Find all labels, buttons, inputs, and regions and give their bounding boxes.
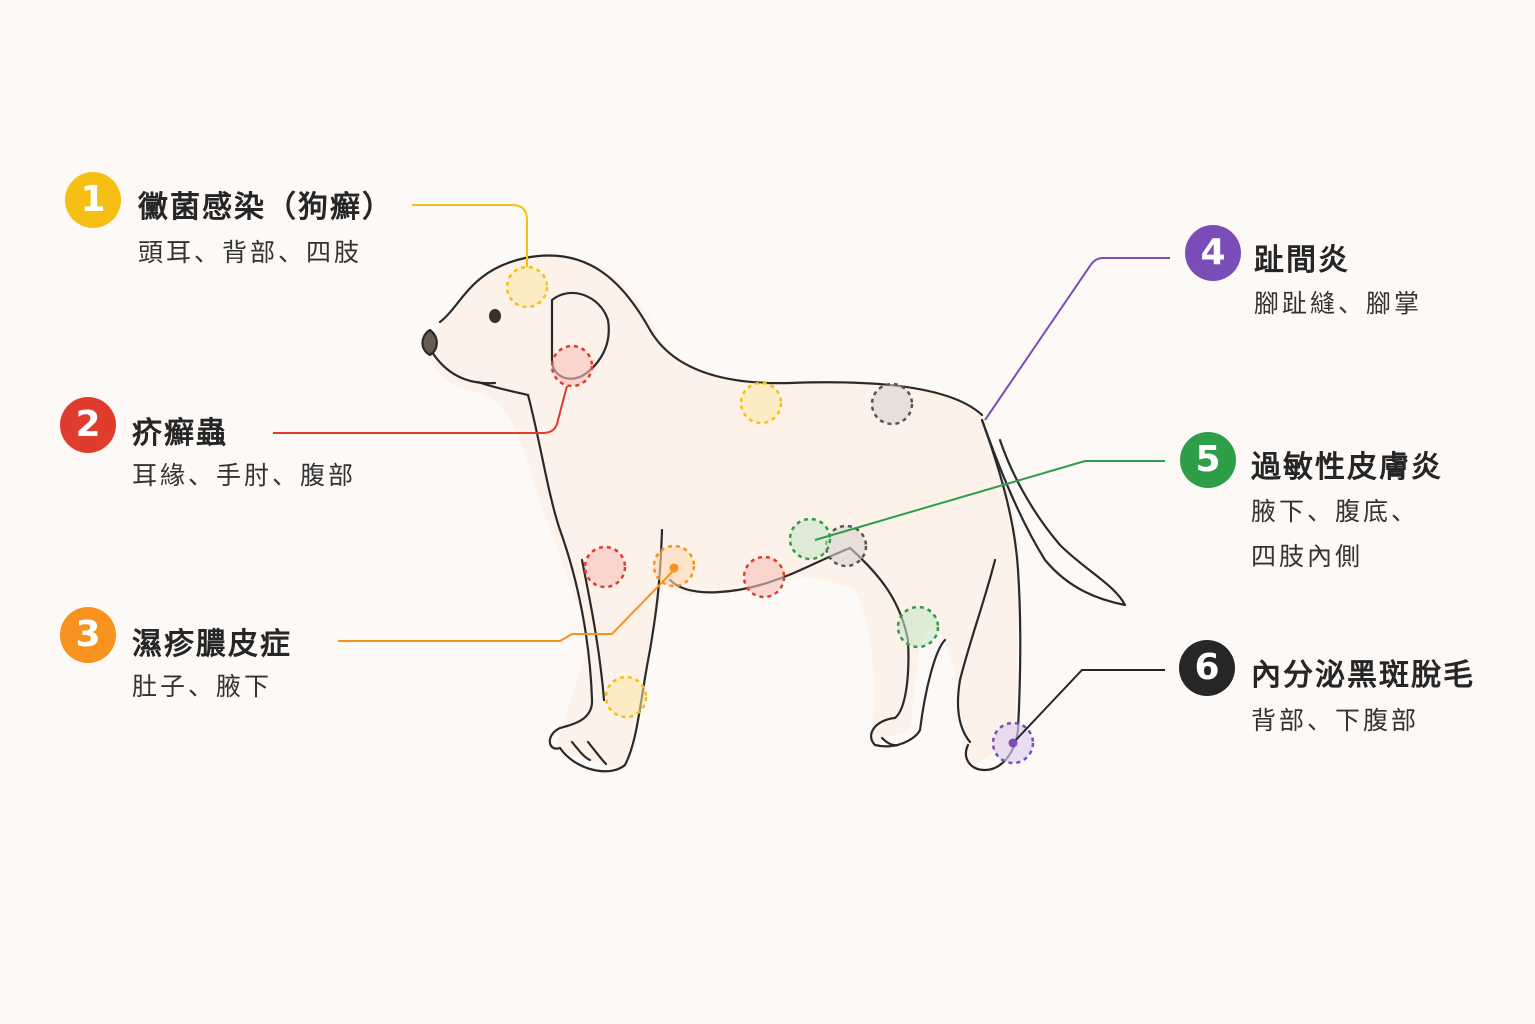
marker-fungal-leg (604, 675, 648, 719)
condition-5-location-line1: 腋下、腹底、 (1251, 497, 1420, 526)
badge-6: 6 (1179, 640, 1235, 696)
condition-5-location-line2: 四肢內側 (1251, 542, 1364, 571)
condition-5-title: 過敏性皮膚炎 (1251, 450, 1443, 485)
dog-eye (489, 309, 501, 323)
badge-3: 3 (60, 607, 116, 663)
marker-allergy-leg (896, 605, 940, 649)
marker-endocrine-back (870, 382, 914, 426)
marker-scabies-ear (550, 344, 594, 388)
condition-4-title: 趾間炎 (1254, 243, 1350, 278)
leader-line-4 (984, 257, 1170, 421)
marker-scabies-belly (742, 555, 786, 599)
condition-3-title: 濕疹膿皮症 (132, 627, 292, 662)
leader-dot-3 (669, 563, 679, 573)
condition-1-title: 黴菌感染（狗癬） (138, 190, 394, 225)
marker-fungal-head (505, 265, 549, 309)
condition-2-location: 耳緣、手肘、腹部 (132, 461, 357, 490)
leader-line-6 (1012, 669, 1165, 744)
leader-dot-6 (1008, 738, 1018, 748)
badge-2: 2 (60, 397, 116, 453)
leader-line-1 (412, 204, 528, 267)
condition-6-title: 內分泌黑斑脫毛 (1251, 658, 1475, 693)
affected-area-markers (505, 265, 1035, 765)
badge-4: 4 (1185, 225, 1241, 281)
condition-6-location: 背部、下腹部 (1251, 706, 1420, 735)
marker-fungal-back (739, 381, 783, 425)
leader-line-5 (814, 460, 1165, 541)
marker-endocrine-belly (824, 524, 868, 568)
condition-1-location: 頭耳、背部、四肢 (138, 238, 363, 267)
marker-scabies-elbow (583, 545, 627, 589)
leader-line-2 (273, 385, 568, 434)
leader-line-3 (338, 569, 675, 642)
dog-body-fill (429, 254, 1020, 770)
condition-4-location: 腳趾縫、腳掌 (1254, 289, 1423, 318)
condition-3-location: 肚子、腋下 (132, 672, 273, 701)
condition-2-title: 疥癬蟲 (132, 416, 228, 451)
marker-allergy-armpit (788, 517, 832, 561)
badge-5: 5 (1180, 432, 1236, 488)
leader-lines (273, 204, 1170, 744)
badge-1: 1 (65, 172, 121, 228)
